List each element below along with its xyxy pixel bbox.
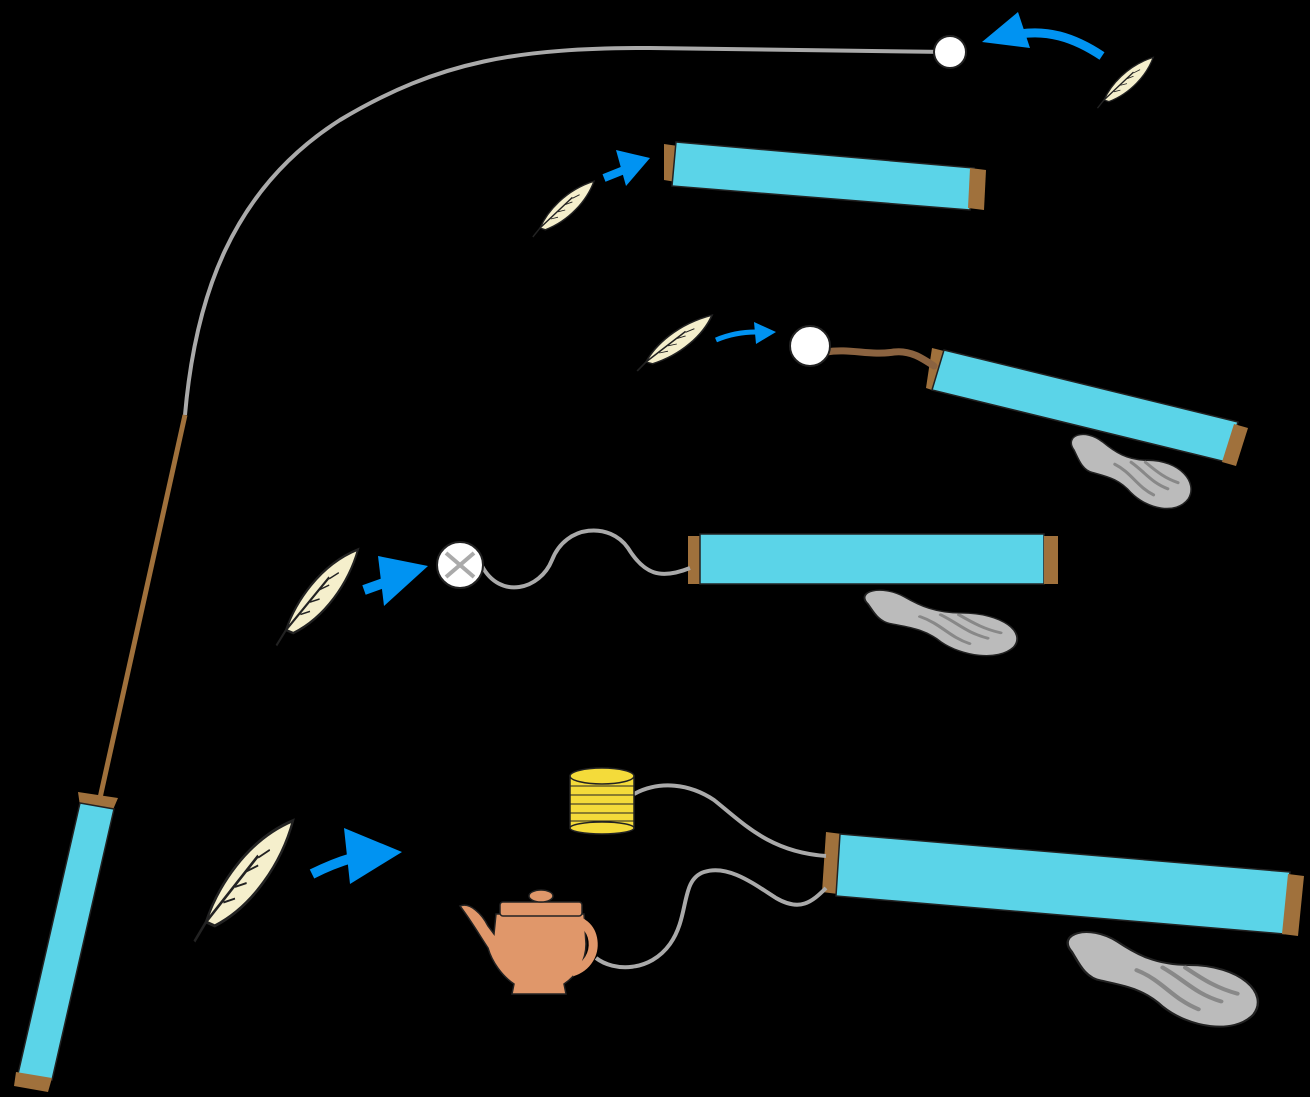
stage-3 <box>637 315 1248 508</box>
feather-icon <box>533 181 594 237</box>
stick <box>826 351 934 366</box>
footprint-icon <box>1068 932 1258 1027</box>
coin-stack <box>570 768 634 834</box>
arrow <box>312 828 402 884</box>
long-string <box>185 48 948 415</box>
feather-icon <box>637 315 712 371</box>
scroll <box>664 142 986 210</box>
scroll <box>822 832 1304 936</box>
scroll-vertical <box>14 792 118 1092</box>
wavy-string <box>482 530 690 587</box>
curved-arrow <box>982 12 1102 56</box>
stage-4 <box>276 530 1058 655</box>
crossed-ball <box>437 542 483 588</box>
ball <box>790 326 830 366</box>
ball <box>934 36 966 68</box>
scroll <box>688 534 1058 584</box>
arrow <box>716 322 776 344</box>
stage-2 <box>533 142 986 237</box>
feather-icon <box>276 549 358 645</box>
arrow <box>604 150 650 186</box>
string-to-teapot <box>596 870 826 967</box>
string-to-coins <box>634 785 826 856</box>
stick <box>100 415 185 798</box>
feather-icon <box>194 821 293 942</box>
teapot-icon <box>460 890 593 994</box>
arrow <box>364 556 428 606</box>
feather-icon <box>1097 57 1153 108</box>
stage-5 <box>194 768 1304 1027</box>
footprint-icon <box>865 590 1018 655</box>
